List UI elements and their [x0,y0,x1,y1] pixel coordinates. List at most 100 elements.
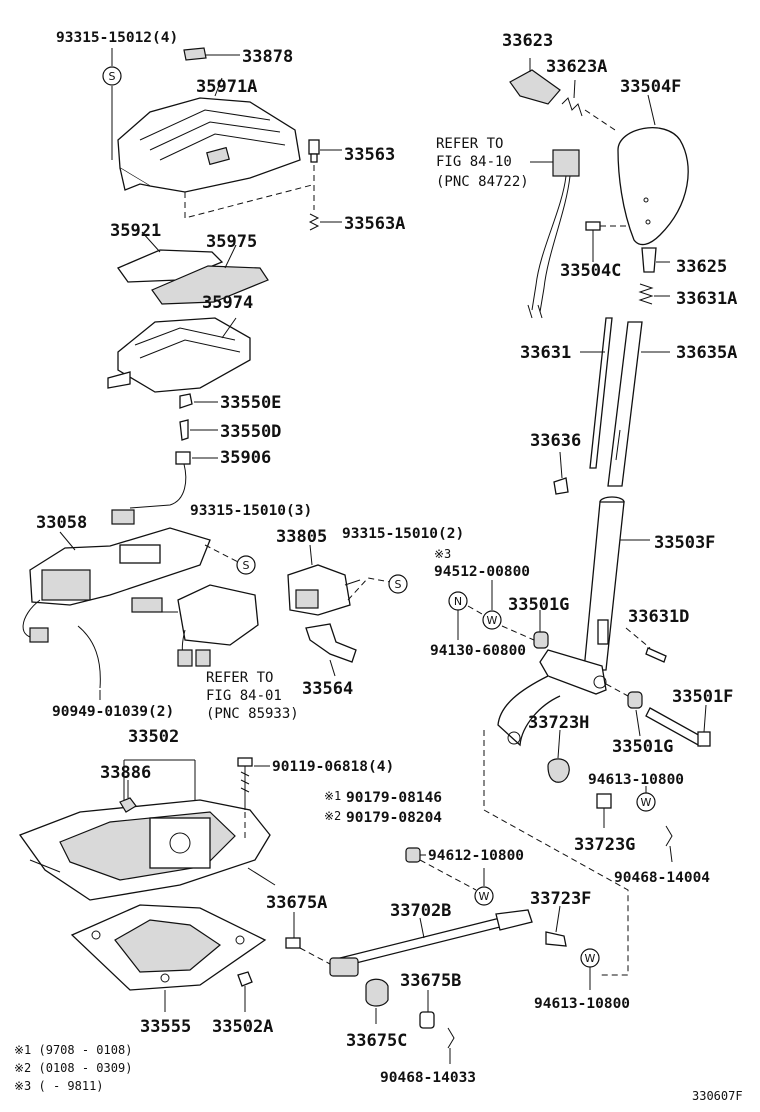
svg-text:S: S [395,578,402,591]
part-35906-harness [111,451,218,525]
part-33502-shift-base [18,759,276,901]
label-33886: 33886 [100,763,151,783]
label-33805: 33805 [276,527,327,547]
svg-text:S: S [109,70,116,83]
washer-symbol-w-3: W [474,868,494,906]
label-33563: 33563 [344,145,395,165]
label-33675b: 33675B [400,971,461,991]
part-33631a-spring [638,283,670,305]
label-93315-15012: 93315-15012(4) [56,30,178,46]
label-33631: 33631 [520,343,571,363]
mark-3-note: ※3 [434,547,451,561]
label-33878: 33878 [242,47,293,67]
label-33635a: 33635A [676,343,737,363]
part-33623-knob-button [509,58,561,105]
part-33625 [641,247,657,273]
mark-2-note: ※2 [324,809,341,823]
part-33675b [419,990,435,1029]
part-90468-14033-clip [447,1027,455,1064]
svg-text:W: W [585,952,596,965]
part-33555-plate [70,904,267,1012]
ref-84-10-line3: (PNC 84722) [436,174,529,190]
label-33550e: 33550E [220,393,281,413]
label-33636: 33636 [530,431,581,451]
ref-84-01-line1: REFER TO [206,670,273,686]
label-33564: 33564 [302,679,353,699]
ref-84-01-line3: (PNC 85933) [206,706,299,722]
label-94130: 94130-60800 [430,643,526,659]
part-33501g-bushing-upper [533,610,549,649]
part-33501f-bolt [605,683,711,747]
label-33702b: 33702B [390,901,451,921]
washer-symbol-w-1: W [482,580,502,630]
washer-symbol-s-top: S [102,48,122,160]
part-33675c-bushing [365,978,389,1024]
label-33501g-lower: 33501G [612,737,673,757]
part-90949-clip [77,625,101,689]
label-94612: 94612-10800 [428,848,524,864]
part-33503f-shift-lever [497,496,650,747]
part-33886-nut [119,797,137,813]
part-33631d-pin [625,627,667,663]
label-33504c: 33504C [560,261,621,281]
part-33631-rod [580,317,613,469]
label-33563a: 33563A [344,214,405,234]
part-33702b-control-rod [329,909,533,977]
part-33636-clip [553,477,569,495]
label-33058: 33058 [36,513,87,533]
part-33550d [179,419,189,441]
part-35974-indicator-housing [107,317,251,393]
part-33563-pin [308,139,342,163]
label-33550d: 33550D [220,422,281,442]
part-33564-bracket [305,623,357,663]
label-33502: 33502 [128,727,179,747]
washer-symbol-s-2: S [388,574,408,594]
legend-line-3: ※3 ( - 9811) [14,1079,104,1093]
label-33675a: 33675A [266,893,327,913]
label-33631d: 33631D [628,607,689,627]
part-33878 [183,47,207,61]
legend-line-2: ※2 (0108 - 0309) [14,1061,132,1075]
svg-text:W: W [479,890,490,903]
part-33504c-screw [585,221,630,262]
label-93315-15010-3: 93315-15010(3) [190,503,312,519]
part-33623a-spring [561,79,583,117]
part-33675a [285,912,331,965]
label-33504f: 33504F [620,77,681,97]
label-33675c: 33675C [346,1031,407,1051]
part-33723h [547,729,570,783]
label-33501g-upper: 33501G [508,595,569,615]
label-90468-14033: 90468-14033 [380,1070,476,1086]
mark-1-note: ※1 [324,789,341,803]
label-33623: 33623 [502,31,553,51]
label-35974: 35974 [202,293,253,313]
washer-symbol-w-2: W [636,786,656,812]
label-33625: 33625 [676,257,727,277]
label-94613-upper: 94613-10800 [588,772,684,788]
label-33631a: 33631A [676,289,737,309]
label-33502a: 33502A [212,1017,273,1037]
part-35971a-console-cover [117,77,301,193]
label-94512: 94512-00800 [434,564,530,580]
label-35906: 35906 [220,448,271,468]
part-90468-14004-clip [665,825,673,863]
label-35975: 35975 [206,232,257,252]
part-35921-plate [117,249,224,283]
label-33723f: 33723F [530,889,591,909]
washer-symbol-s-1: S [236,555,256,575]
part-90119-bolt [237,757,270,840]
figure-code: 330607F [692,1089,743,1103]
label-94613-lower: 94613-10800 [534,996,630,1012]
part-33504f-shift-knob [617,94,689,246]
label-35971a: 35971A [196,77,257,97]
label-90119: 90119-06818(4) [272,759,394,775]
part-33563a-spring [308,213,342,231]
part-33723g [596,793,612,828]
part-33058-switch-assembly [22,527,211,643]
part-33550e [179,393,193,409]
label-33501f: 33501F [672,687,733,707]
label-90179-08146: 90179-08146 [346,790,442,806]
nut-symbol-n: N [448,591,468,640]
svg-text:N: N [454,595,462,608]
